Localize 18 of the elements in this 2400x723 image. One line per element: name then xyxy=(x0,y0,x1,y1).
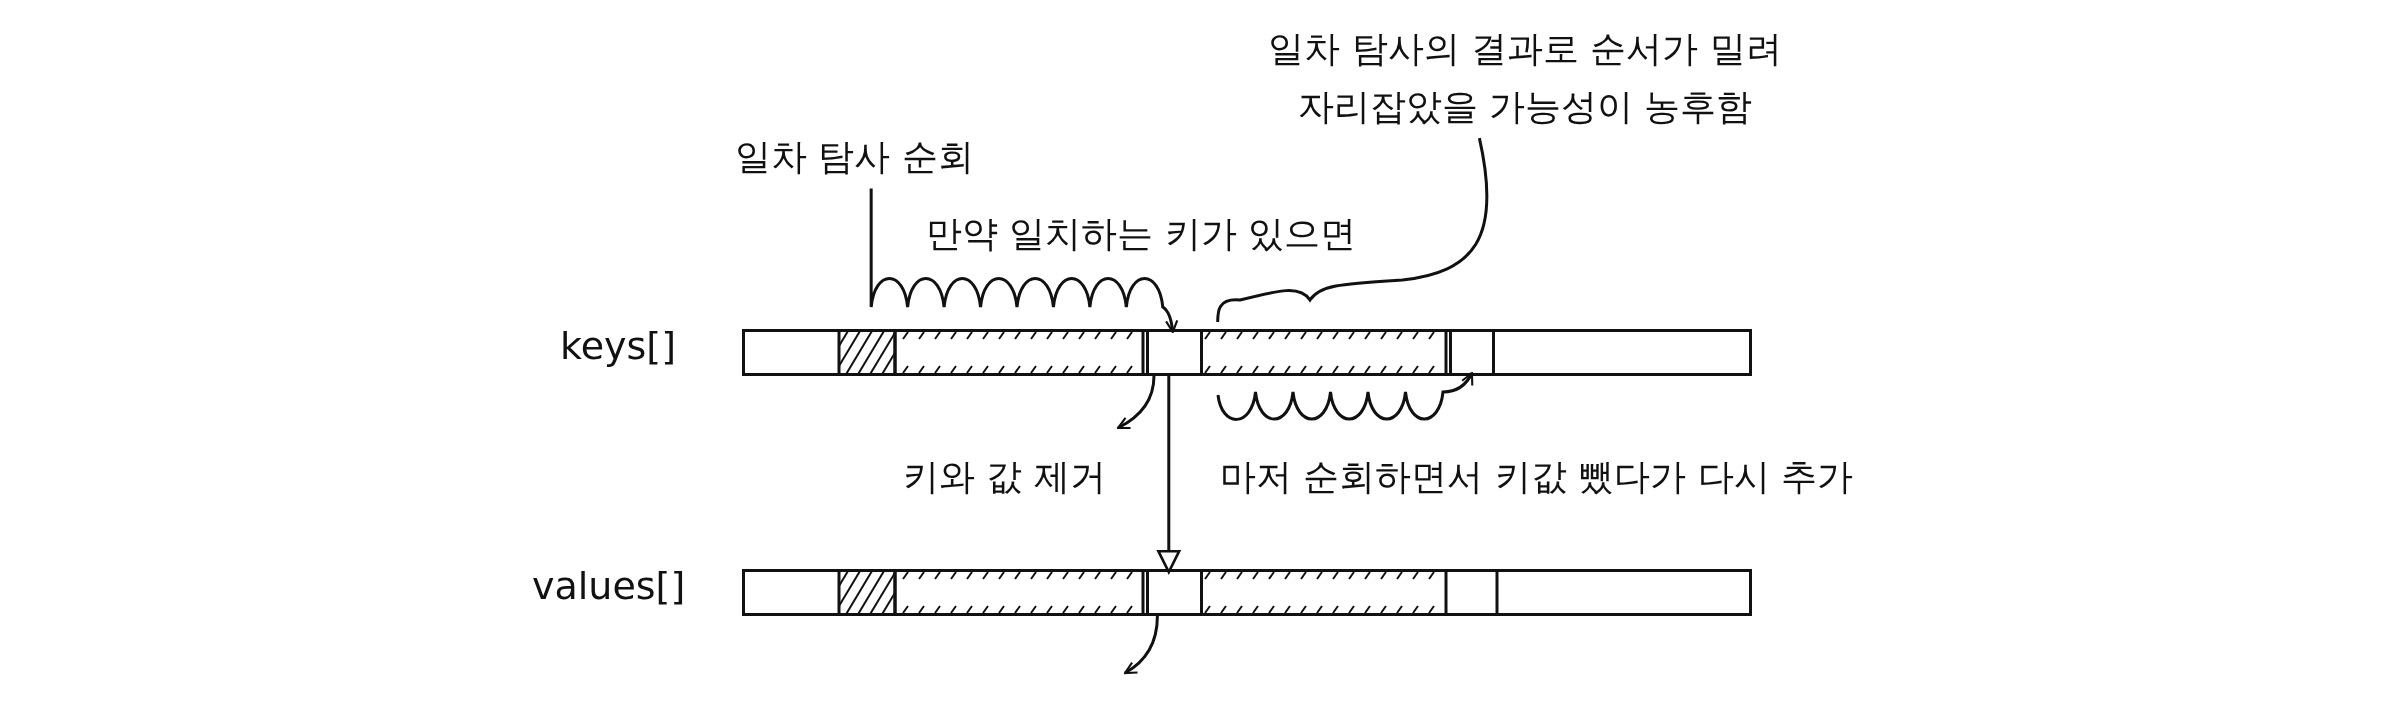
edge-label: 키와 값 제거 xyxy=(903,455,1106,499)
array-label: keys[] xyxy=(560,323,676,370)
arrow xyxy=(1216,371,1474,421)
array-bar xyxy=(742,329,1752,376)
annotation-text: 일차 탐사 순회 xyxy=(735,128,974,186)
edge-label: 만약 일치하는 키가 있으면 xyxy=(926,212,1357,256)
array-cell xyxy=(1146,572,1203,613)
annotation-text: 일차 탐사의 결과로 순서가 밀려 자리잡았을 가능성이 농후함 xyxy=(1240,20,1810,136)
array-cell xyxy=(1449,332,1495,373)
arrow xyxy=(869,188,1179,334)
array-bar xyxy=(742,569,1752,616)
arrow xyxy=(1123,615,1159,675)
arrow xyxy=(1157,376,1181,574)
leader-line xyxy=(1216,137,1489,322)
array-label: values[] xyxy=(532,563,686,610)
edge-label: 마저 순회하면서 키값 뺐다가 다시 추가 xyxy=(1220,455,1854,499)
arrow xyxy=(1116,375,1156,430)
array-cell xyxy=(1146,332,1203,373)
